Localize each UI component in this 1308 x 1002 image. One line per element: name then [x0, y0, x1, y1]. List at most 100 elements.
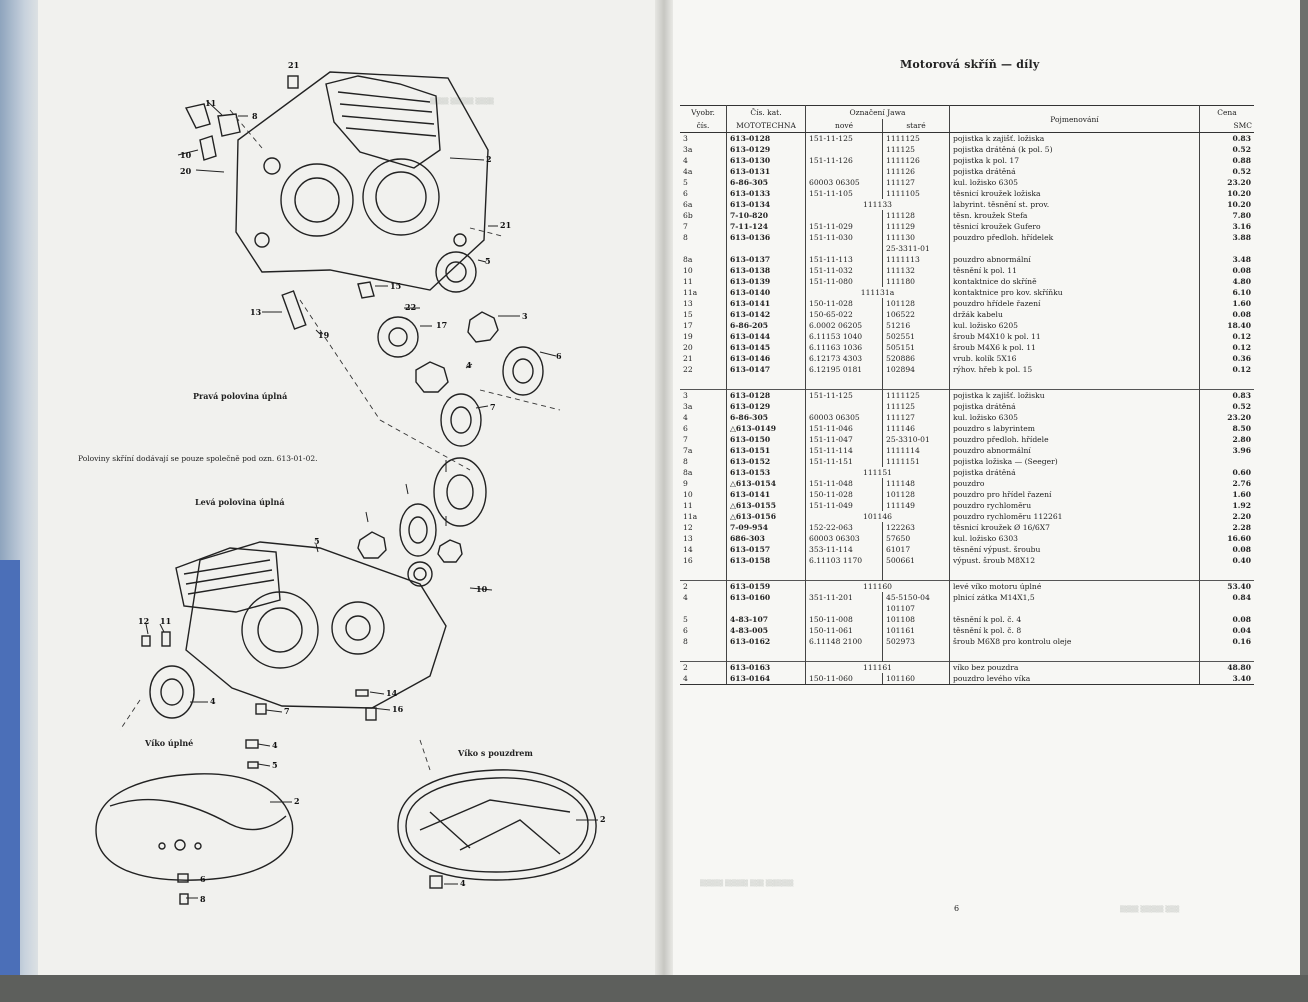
- callout-number: 8: [252, 111, 258, 121]
- col-header-figure: Vyobr.: [680, 105, 727, 119]
- bleed-through-text: ▒▒▒▒▒ ▒▒▒▒▒ ▒▒▒ ▒▒▒▒▒▒: [700, 880, 794, 887]
- cell-jawa-old: 45-5150-04: [882, 592, 950, 603]
- cell-jawa-new: 6.11148 2100: [809, 637, 863, 646]
- cell-part-name: pojistka k pol. 17: [949, 155, 1200, 166]
- cell-jawa-old: 101108: [882, 614, 950, 625]
- cell-catalog-no: 613-0133: [726, 188, 806, 199]
- cell-price: 0.12: [1232, 332, 1252, 341]
- cell-figure-no: 7: [680, 434, 727, 445]
- cell-part-name: levé víko motoru úplné: [949, 580, 1200, 592]
- cell-part-name: těsnění k pol. č. 4: [949, 614, 1200, 625]
- cell-catalog-no: 613-0129: [726, 401, 806, 412]
- cell-price: 0.04: [1232, 626, 1252, 635]
- cell-jawa-new: 151-11-125: [809, 134, 853, 143]
- cell-catalog-no: 613-0141: [726, 489, 806, 500]
- table-row: 25-3311-01: [680, 243, 1254, 254]
- cell-part-name: kontaktnice do skříně: [949, 276, 1200, 287]
- cell-catalog-no: [726, 243, 806, 254]
- cell-catalog-no: 613-0128: [726, 389, 806, 401]
- cell-part-name: těsnicí kroužek Ø 16/6X7: [949, 522, 1200, 533]
- cell-part-name: rýhov. hřeb k pol. 15: [949, 364, 1200, 375]
- cell-part-name: pouzdro abnormální: [949, 254, 1200, 265]
- callout-number: 20: [180, 166, 192, 176]
- cell-figure-no: 13: [680, 533, 727, 544]
- cell-figure-no: 11a: [680, 287, 727, 298]
- callout-number: 17: [436, 320, 448, 330]
- cell-price: 10.20: [1227, 189, 1251, 198]
- cell-price: 0.52: [1232, 402, 1252, 411]
- cell-figure-no: 3a: [680, 144, 727, 155]
- cell-jawa-designation: 111131a: [805, 287, 950, 298]
- cell-price: 0.88: [1232, 156, 1252, 165]
- cell-catalog-no: 613-0157: [726, 544, 806, 555]
- cell-part-name: pouzdro předloh. hřídelek: [949, 232, 1200, 243]
- cell-figure-no: [680, 243, 727, 254]
- cell-part-name: pojistka drátěná: [949, 166, 1200, 177]
- cell-jawa-new: 150-11-060: [805, 673, 883, 685]
- cell-part-name: pojistka k zajišť. ložisku: [949, 389, 1200, 401]
- cell-part-name: šroub M4X6 k pol. 11: [949, 342, 1200, 353]
- cell-catalog-no: 6-86-305: [726, 177, 806, 188]
- cell-price: 8.50: [1232, 424, 1252, 433]
- cell-jawa-new: 151-11-046: [809, 424, 853, 433]
- cell-part-name: pojistka drátěná: [949, 467, 1200, 478]
- cell-price: 0.52: [1232, 145, 1252, 154]
- cell-catalog-no: 613-0152: [726, 456, 806, 467]
- cell-price: 0.83: [1199, 389, 1254, 401]
- cover-with-bushing: [397, 769, 597, 881]
- cell-price: 0.08: [1232, 266, 1252, 275]
- col-header-old: staré: [882, 119, 950, 133]
- cell-jawa-old: 106522: [882, 309, 950, 320]
- cell-part-name: pojistka drátěná: [949, 401, 1200, 412]
- cell-jawa-old: 101128: [882, 298, 950, 309]
- cell-jawa-new: 6.12173 4303: [809, 354, 863, 363]
- cell-figure-no: 13: [680, 298, 727, 309]
- cell-price: 53.40: [1199, 580, 1254, 592]
- cell-figure-no: 3: [680, 389, 727, 401]
- cell-jawa-new: 6.11153 1040: [809, 332, 863, 341]
- cell-price: 1.92: [1232, 501, 1252, 510]
- caption-cover-with-bushing: Víko s pouzdrem: [458, 748, 533, 758]
- cell-price: 3.16: [1232, 222, 1252, 231]
- bleed-through-text: ▒▒▒▒ ▒▒▒▒▒ ▒▒▒▒: [430, 98, 494, 105]
- bleed-through-text: ▒▒▒▒ ▒▒▒▒▒ ▒▒▒: [1120, 906, 1180, 913]
- cell-jawa-old: 101160: [882, 673, 950, 685]
- cell-figure-no: 8: [680, 636, 727, 647]
- callout-number: 10: [180, 150, 192, 160]
- cell-jawa-new: 151-11-047: [809, 435, 853, 444]
- cell-jawa-old: 502551: [882, 331, 950, 342]
- cell-jawa-new: 151-11-032: [809, 266, 853, 275]
- cell-catalog-no: 613-0141: [726, 298, 806, 309]
- cell-jawa-old: 111146: [882, 423, 950, 434]
- callout-number: 7: [490, 402, 496, 412]
- cell-price: 0.16: [1232, 637, 1252, 646]
- cell-figure-no: 8: [680, 456, 727, 467]
- cell-price: 0.12: [1232, 365, 1252, 374]
- exploded-view-drawing: [95, 71, 598, 905]
- cell-part-name: šroub M4X10 k pol. 11: [949, 331, 1200, 342]
- cell-catalog-no: 613-0137: [726, 254, 806, 265]
- callout-number: 8: [200, 894, 206, 904]
- cell-jawa-old: 111180: [882, 276, 950, 287]
- cell-figure-no: 20: [680, 342, 727, 353]
- cell-price: 0.08: [1232, 310, 1252, 319]
- cell-jawa-new: 151-11-029: [809, 222, 853, 231]
- callout-number: 3: [522, 311, 528, 321]
- cell-jawa-new: 150-11-008: [809, 615, 853, 624]
- cell-part-name: [949, 603, 1200, 614]
- cell-jawa-new: 150-11-061: [809, 626, 853, 635]
- cell-jawa-new: 151-11-030: [809, 233, 853, 242]
- cell-part-name: těsnění k pol. 11: [949, 265, 1200, 276]
- cell-figure-no: 3a: [680, 401, 727, 412]
- cover-complete: [95, 773, 294, 881]
- cell-jawa-old: 1111114: [882, 445, 950, 456]
